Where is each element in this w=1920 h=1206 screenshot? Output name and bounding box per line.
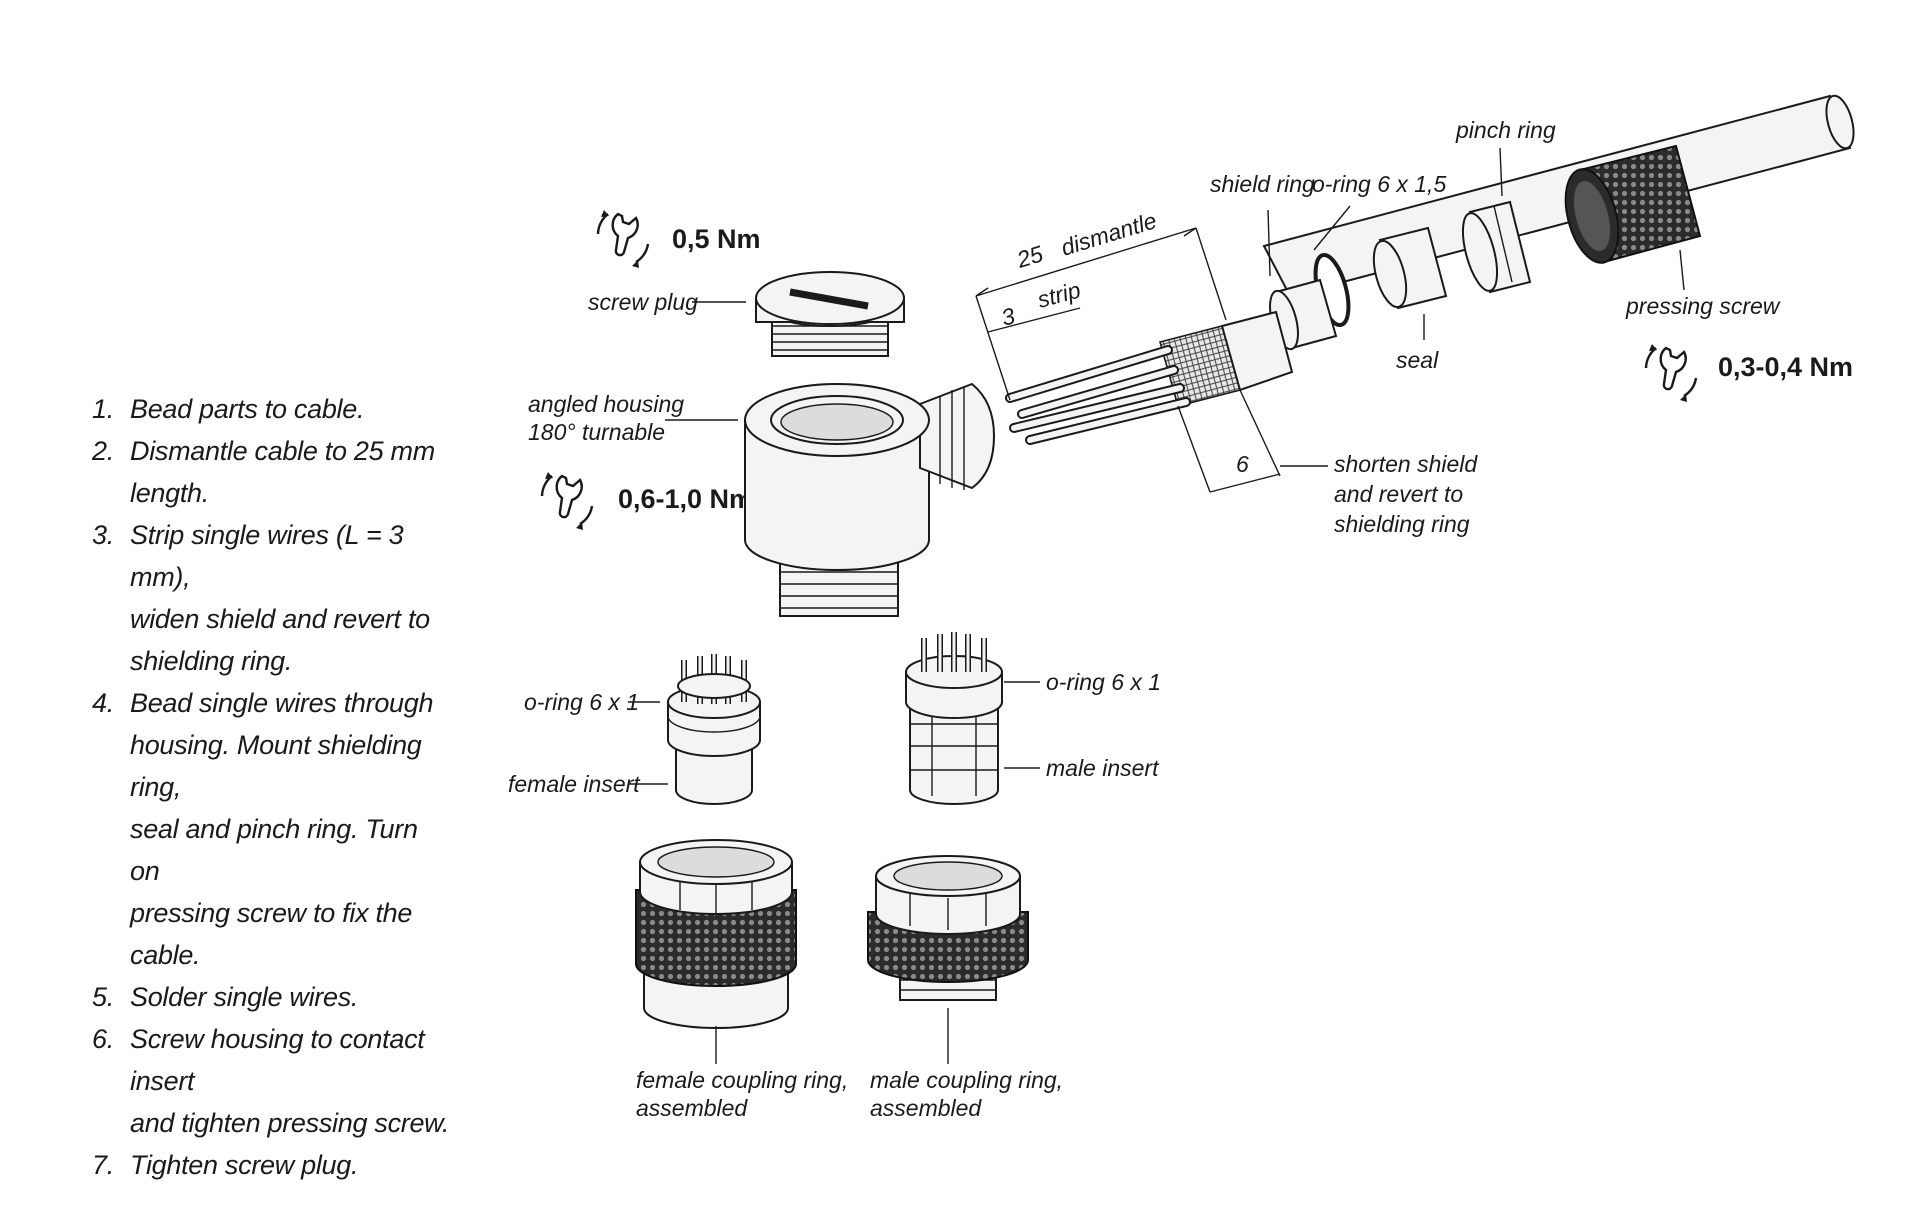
single-wires xyxy=(1005,345,1191,445)
instruction-step-number: 3. xyxy=(92,520,114,550)
instruction-step-line: seal and pinch ring. Turn on xyxy=(92,808,452,892)
instruction-step-line: 5. Solder single wires. xyxy=(92,976,452,1018)
male-coupling-ring-part xyxy=(867,855,1029,1001)
wrench-rotate-icon xyxy=(1644,342,1698,404)
instruction-step-line: 3. Strip single wires (L = 3 mm), xyxy=(92,514,452,598)
dim-strip-value: 3 xyxy=(999,302,1018,330)
instruction-step-line: 4. Bead single wires through xyxy=(92,682,452,724)
cable-assembly xyxy=(1005,94,1855,445)
label-seal: seal xyxy=(1396,347,1439,373)
label-screw-plug: screw plug xyxy=(588,289,698,315)
instruction-step-text: shielding ring. xyxy=(130,646,293,676)
instruction-step-number: 2. xyxy=(92,436,114,466)
instruction-step-line: and tighten pressing screw. xyxy=(92,1102,452,1144)
label-female-coupling-1: female coupling ring, xyxy=(636,1067,848,1093)
instruction-step-text: Solder single wires. xyxy=(130,982,359,1012)
assembly-instructions: 1. Bead parts to cable. 2. Dismantle cable … xyxy=(92,388,452,1186)
label-o-ring-female: o-ring 6 x 1 xyxy=(524,689,639,715)
shield-ring-part xyxy=(1269,278,1338,351)
label-o-ring-cable: o-ring 6 x 1,5 xyxy=(1312,171,1446,197)
label-shorten-2: and revert to xyxy=(1334,481,1463,507)
instruction-step-line: length. xyxy=(92,472,452,514)
dimension-shield: 6 xyxy=(1177,389,1281,493)
wrench-rotate-icon xyxy=(596,208,650,270)
label-shield-ring: shield ring xyxy=(1210,171,1315,197)
instruction-step-text: widen shield and revert to xyxy=(130,604,430,634)
instruction-step-line: shielding ring. xyxy=(92,640,452,682)
instruction-step-line: 7. Tighten screw plug. xyxy=(92,1144,452,1186)
instruction-step-number: 5. xyxy=(92,982,114,1012)
instruction-step-line: 2. Dismantle cable to 25 mm xyxy=(92,430,452,472)
instruction-step-text: length. xyxy=(130,478,209,508)
instruction-step-number: 1. xyxy=(92,394,114,424)
pinch-ring-part xyxy=(1461,200,1532,294)
label-male-coupling-1: male coupling ring, xyxy=(870,1067,1063,1093)
male-insert-part xyxy=(905,632,1003,805)
label-shorten-3: shielding ring xyxy=(1334,511,1470,537)
instruction-step-number: 7. xyxy=(92,1150,114,1180)
instruction-step-text: and tighten pressing screw. xyxy=(130,1108,450,1138)
torque-value-housing: 0,6-1,0 Nm xyxy=(618,484,753,514)
screw-plug-part xyxy=(755,271,905,357)
instruction-step-line: widen shield and revert to xyxy=(92,598,452,640)
wrench-rotate-icon xyxy=(540,470,594,532)
dim-shield-value: 6 xyxy=(1236,451,1249,477)
instruction-step-number: 4. xyxy=(92,688,114,718)
label-male-insert: male insert xyxy=(1046,755,1160,781)
seal-part xyxy=(1372,226,1448,310)
instruction-step-text: Strip single wires (L = 3 mm), xyxy=(130,520,404,592)
pressing-screw-part xyxy=(1564,144,1702,264)
label-male-coupling-2: assembled xyxy=(870,1095,982,1121)
label-shorten-1: shorten shield xyxy=(1334,451,1478,477)
torque-pressing-screw: 0,3-0,4 Nm xyxy=(1644,342,1853,404)
instruction-step-line: 6. Screw housing to contact insert xyxy=(92,1018,452,1102)
dim-dismantle-value: 25 xyxy=(1013,240,1046,273)
instruction-step-line: 1. Bead parts to cable. xyxy=(92,388,452,430)
instruction-step-number: 6. xyxy=(92,1024,114,1054)
female-coupling-ring-part xyxy=(635,839,797,1029)
dim-dismantle-label: dismantle xyxy=(1058,207,1160,261)
instruction-step-text: housing. Mount shielding ring, xyxy=(130,730,422,802)
label-angled-housing-2: 180° turnable xyxy=(528,419,665,445)
dim-strip-label: strip xyxy=(1035,276,1084,312)
label-pinch-ring: pinch ring xyxy=(1455,117,1556,143)
angled-housing-part xyxy=(744,382,996,617)
instruction-step-text: Dismantle cable to 25 mm xyxy=(130,436,435,466)
label-female-coupling-2: assembled xyxy=(636,1095,748,1121)
label-angled-housing-1: angled housing xyxy=(528,391,684,417)
label-female-insert: female insert xyxy=(508,771,641,797)
label-o-ring-male: o-ring 6 x 1 xyxy=(1046,669,1161,695)
instruction-step-text: Tighten screw plug. xyxy=(130,1150,359,1180)
torque-value-screw-plug: 0,5 Nm xyxy=(672,224,761,254)
instruction-step-text: seal and pinch ring. Turn on xyxy=(130,814,418,886)
instruction-step-text: pressing screw to fix the cable. xyxy=(130,898,413,970)
female-insert-part xyxy=(667,654,761,805)
torque-value-pressing-screw: 0,3-0,4 Nm xyxy=(1718,352,1853,382)
label-pressing-screw: pressing screw xyxy=(1625,293,1781,319)
instruction-step-line: housing. Mount shielding ring, xyxy=(92,724,452,808)
torque-housing: 0,6-1,0 Nm xyxy=(540,470,753,532)
instruction-step-text: Bead parts to cable. xyxy=(130,394,365,424)
instruction-step-text: Bead single wires through xyxy=(130,688,434,718)
dimension-strip: 3 strip xyxy=(987,276,1084,333)
torque-screw-plug: 0,5 Nm xyxy=(596,208,761,270)
instruction-step-text: Screw housing to contact insert xyxy=(130,1024,425,1096)
instruction-step-line: pressing screw to fix the cable. xyxy=(92,892,452,976)
